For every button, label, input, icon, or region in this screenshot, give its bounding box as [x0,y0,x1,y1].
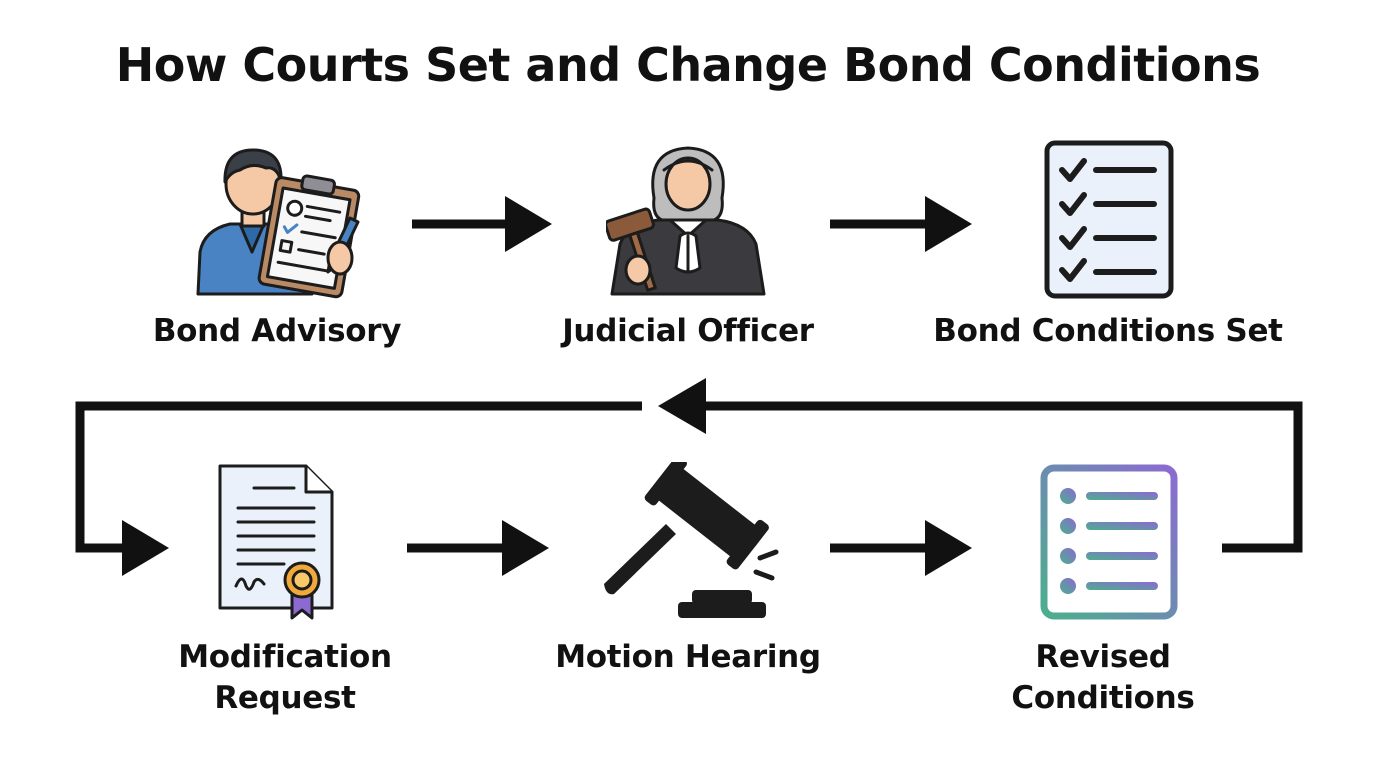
label-line-1: Revised [1035,639,1171,675]
node-label-judicial-officer: Judicial Officer [498,311,878,352]
node-label-bond-conditions-set: Bond Conditions Set [918,311,1298,352]
label-line-2: Request [214,680,356,716]
node-label-modification-request: Modification Request [95,637,475,719]
person-clipboard-icon [196,148,361,299]
node-label-motion-hearing: Motion Hearing [498,637,878,678]
revised-list-icon [1040,464,1178,620]
gavel-icon [604,462,779,618]
node-label-bond-advisory: Bond Advisory [87,311,467,352]
arrow-modification-to-hearing [407,520,549,576]
page-title: How Courts Set and Change Bond Condition… [115,38,1261,92]
judge-icon [606,146,766,296]
arrow-advisory-to-officer [412,196,552,252]
arrow-loop-revised-to-modification [75,378,1303,576]
label-line-2: Conditions [1011,680,1195,716]
label-line: Judicial Officer [562,313,814,349]
label-line-1: Modification [178,639,392,675]
checklist-icon [1044,140,1174,299]
node-label-revised-conditions: Revised Conditions [913,637,1293,719]
label-line: Motion Hearing [555,639,821,675]
label-line: Bond Conditions Set [933,313,1283,349]
arrow-hearing-to-revised [830,520,972,576]
label-line: Bond Advisory [152,313,402,349]
arrow-officer-to-conditions [830,196,972,252]
document-seal-icon [218,464,334,620]
